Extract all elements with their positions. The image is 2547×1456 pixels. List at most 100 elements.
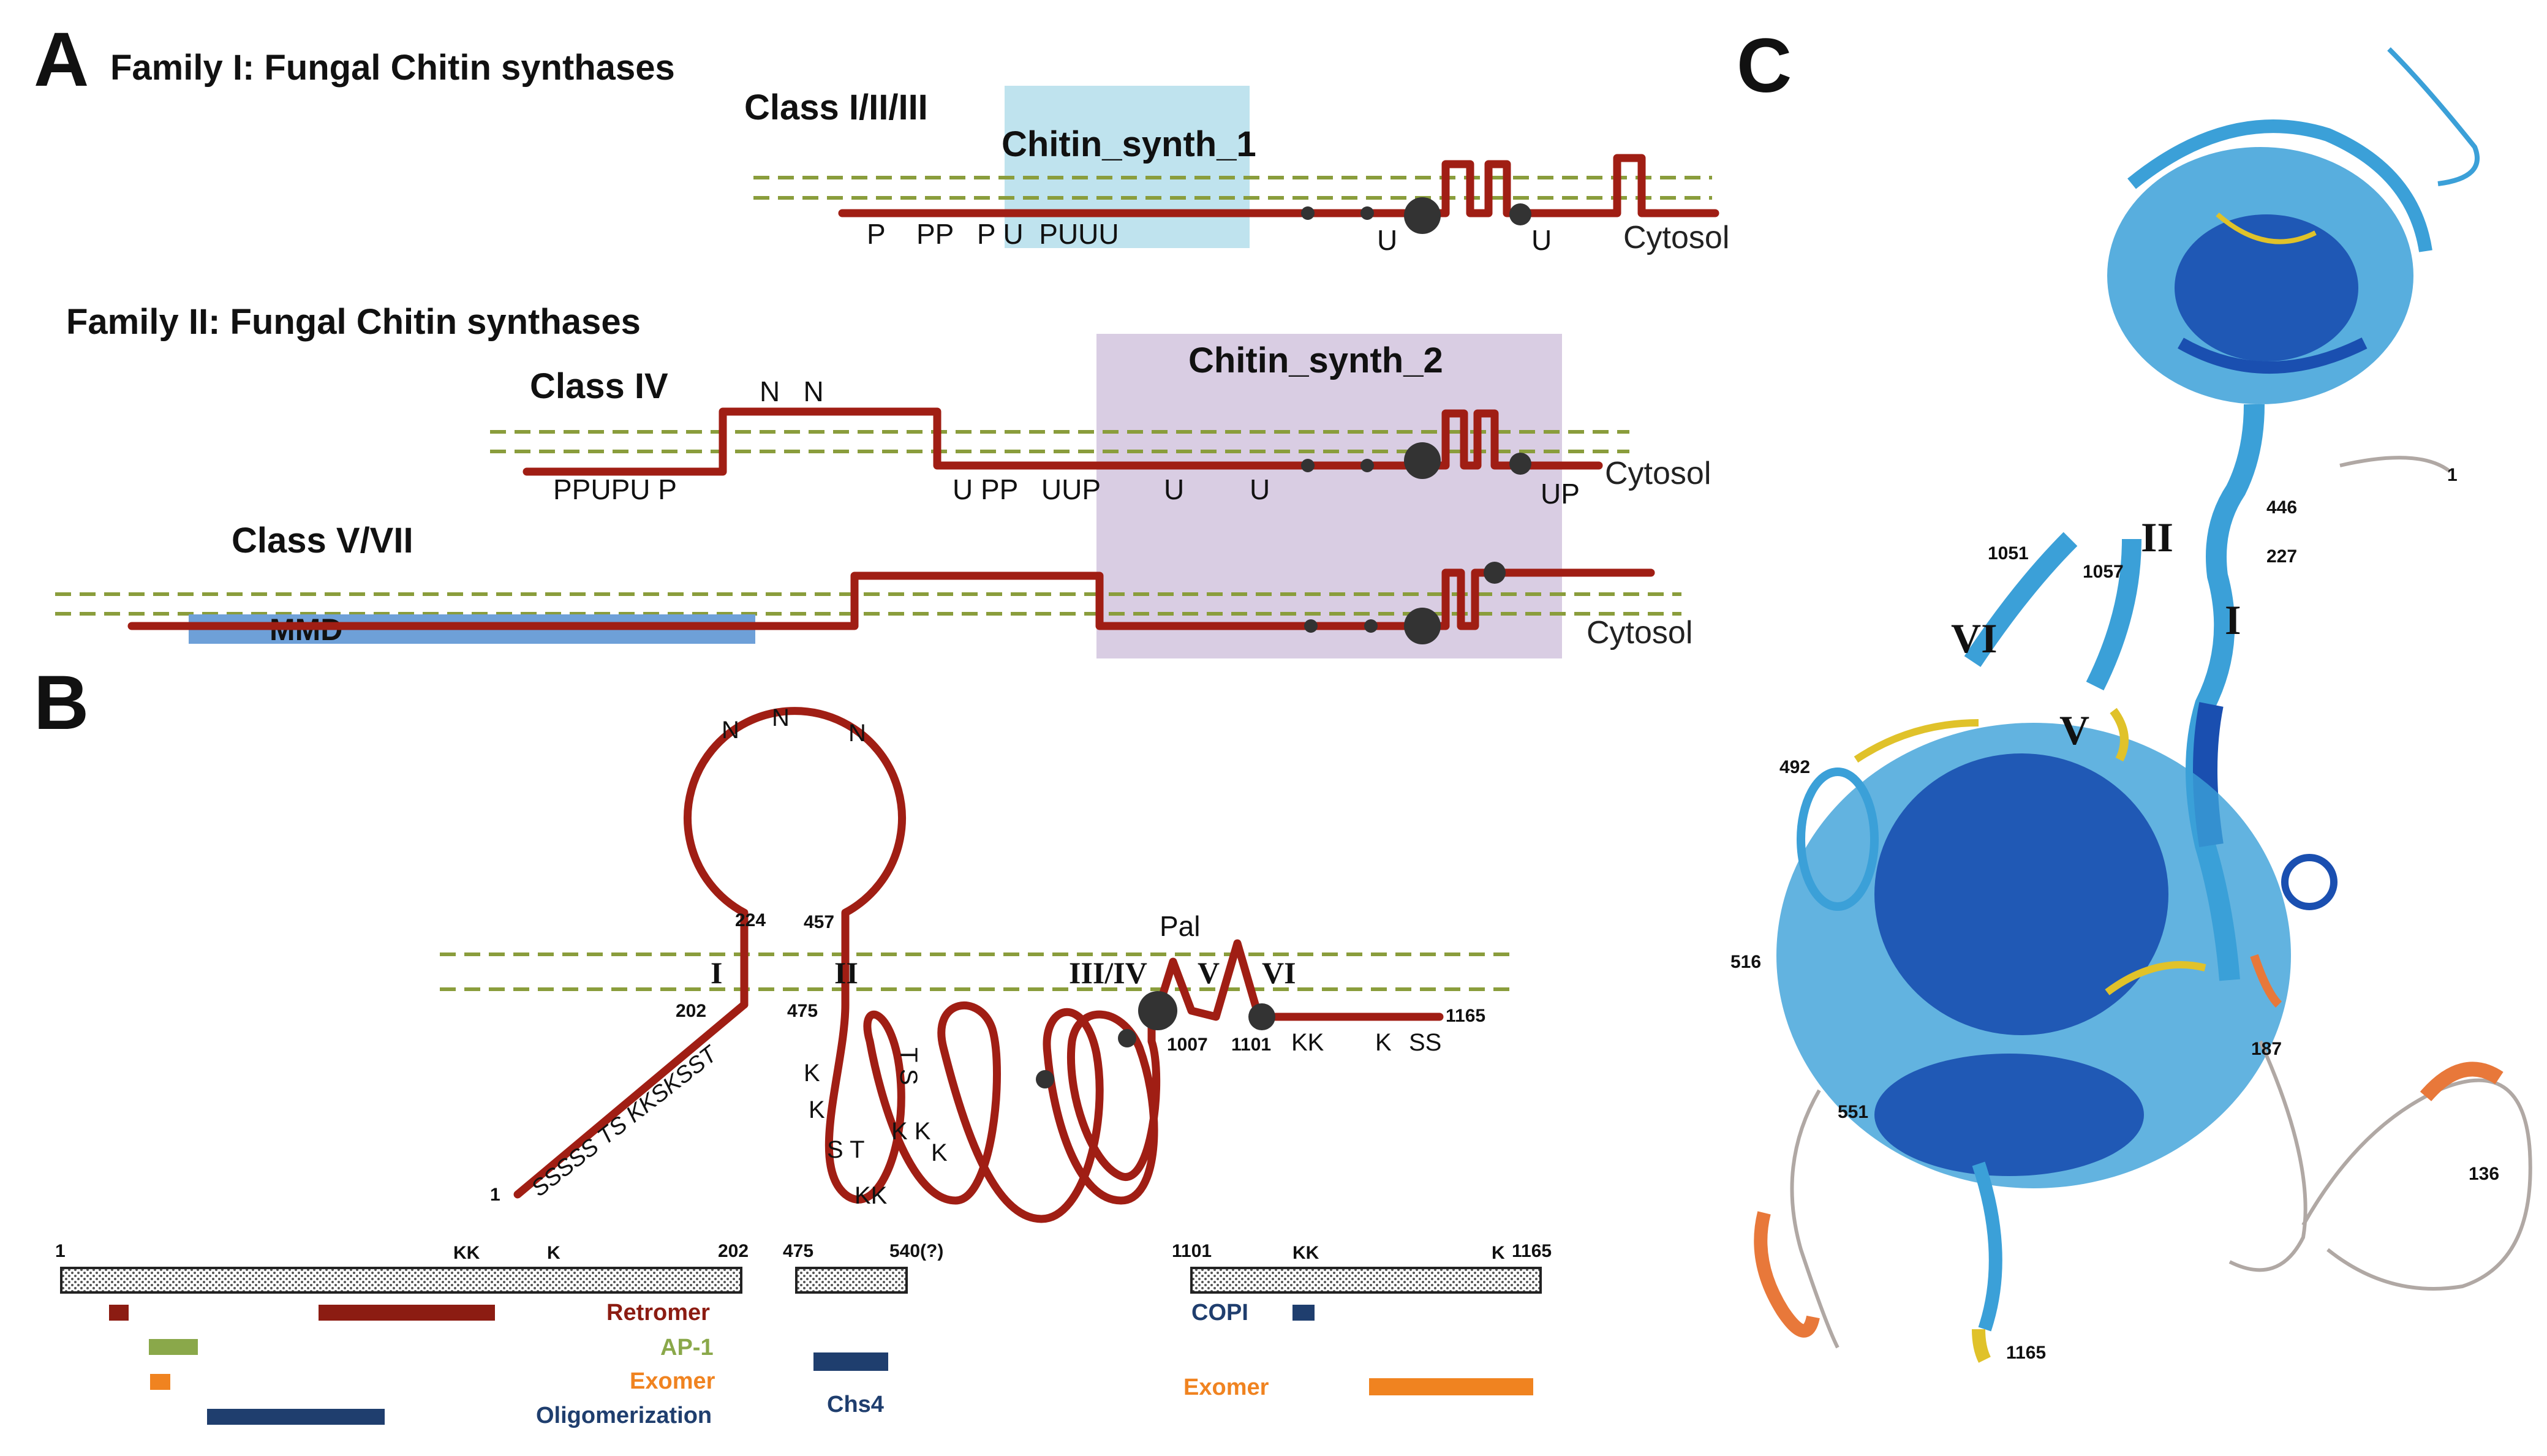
- legend-oligomerization: Oligomerization: [536, 1403, 712, 1428]
- class57-label: Class V/VII: [232, 521, 413, 560]
- chitin-synth-2-domain: [1096, 334, 1562, 658]
- num-1007: 1007: [1167, 1035, 1208, 1055]
- legend-exomer: Exomer: [630, 1368, 715, 1394]
- top-domain-core: [2175, 214, 2358, 361]
- legend-chs4: Chs4: [827, 1392, 884, 1417]
- side-helix: [1797, 768, 1879, 911]
- class4-chain: [523, 407, 1603, 476]
- pal-label: Pal: [1160, 910, 1200, 942]
- family2-title: Family II: Fungal Chitin synthases: [66, 302, 641, 342]
- num-1: 1: [490, 1185, 500, 1205]
- label-492: 492: [1779, 757, 1810, 777]
- tm-i: I: [711, 956, 722, 990]
- label-1057: 1057: [2083, 562, 2124, 582]
- class57-chain: [127, 568, 1655, 630]
- motif-large-dot: [1404, 197, 1441, 234]
- cytosol-row3: Cytosol: [1587, 615, 1692, 651]
- top-domain-sheet: [2178, 338, 2368, 374]
- label-227: 227: [2266, 546, 2297, 567]
- num-1101: 1101: [1231, 1035, 1271, 1055]
- cyt-k1: K: [804, 1060, 820, 1087]
- panel-a: A Family I: Fungal Chitin synthases Clas…: [34, 17, 1729, 658]
- protein-structure-render: [1754, 47, 2532, 1363]
- sequence-bar-3: [1190, 1267, 1542, 1294]
- motif-dot: [1360, 459, 1374, 472]
- yellow-segment-3: [2110, 707, 2129, 762]
- row2-u1: U: [1164, 473, 1184, 505]
- num-1165: 1165: [1446, 1006, 1485, 1026]
- yellow-segment: [1854, 719, 1979, 763]
- helix-label-vi: VI: [1951, 615, 1998, 662]
- label-1051: 1051: [1988, 543, 2029, 564]
- cyt-kk: KK: [855, 1182, 888, 1209]
- motif-dot: [1301, 206, 1315, 220]
- panel-c-letter: C: [1737, 23, 1792, 108]
- motif-dot: [1118, 1029, 1136, 1047]
- cyt-kk2: K K: [891, 1118, 931, 1145]
- row2-u2: U: [1250, 473, 1270, 505]
- bar1-end: 202: [718, 1241, 749, 1261]
- tm-vi: VI: [1262, 956, 1296, 990]
- legend-copi: COPI: [1191, 1300, 1248, 1326]
- motif-dot: [1364, 619, 1378, 633]
- tm-large-dot: [1138, 991, 1177, 1030]
- top-domain-coil: [2216, 212, 2317, 244]
- sequence-bar-2: [795, 1267, 908, 1294]
- helix-v: [2086, 538, 2141, 691]
- motif-dot: [1360, 206, 1374, 220]
- class4-label: Class IV: [530, 366, 668, 406]
- motif-dot: [1036, 1070, 1054, 1088]
- disordered-loop-136: [2301, 1078, 2532, 1291]
- num-475: 475: [787, 1001, 818, 1021]
- chitin-synth-2-label: Chitin_synth_2: [1188, 341, 1443, 380]
- class1-chain: [838, 154, 1719, 217]
- row2-residues-left: PPUPU P: [553, 473, 677, 505]
- tm-v: V: [1198, 956, 1220, 990]
- motif-dot: [1304, 619, 1318, 633]
- helix-label-i: I: [2225, 597, 2241, 643]
- loop-n3: N: [848, 720, 866, 747]
- cyt-ts: T S: [895, 1047, 922, 1085]
- oligomerization-bar: [207, 1409, 385, 1425]
- helix-vi: [1964, 532, 2078, 667]
- row1-residues: P PP P U PUUU: [867, 218, 1119, 250]
- n-term-coil: [2339, 456, 2451, 473]
- cytosol-row2: Cytosol: [1605, 456, 1711, 491]
- motif-dot: [1509, 453, 1531, 475]
- bar1-start: 1: [55, 1241, 66, 1261]
- c-term-yellow: [1972, 1329, 1991, 1363]
- exomer-bar-2: [1369, 1378, 1533, 1395]
- bar1-kk: KK: [453, 1243, 480, 1263]
- motif-large-dot: [1404, 608, 1441, 644]
- family1-title: Family I: Fungal Chitin synthases: [110, 48, 675, 88]
- row1-u1: U: [1377, 224, 1397, 256]
- loop-n1: N: [722, 717, 739, 744]
- extracellular-loop: [684, 707, 906, 1009]
- tm-iii-iv: III/IV: [1069, 956, 1147, 990]
- tm-ii: II: [834, 956, 858, 990]
- ap1-bar: [149, 1339, 198, 1355]
- panel-b: B N N N 224 457 I II 202 475 1 SSSSS TS …: [34, 660, 1552, 1428]
- bar3-kk: KK: [1292, 1243, 1319, 1263]
- class1-label: Class I/II/III: [744, 88, 928, 127]
- row1-u2: U: [1531, 224, 1552, 256]
- label-136: 136: [2469, 1164, 2499, 1184]
- small-helix: [2281, 854, 2338, 910]
- label-1: 1: [2447, 465, 2458, 485]
- left-coil: [1790, 1089, 1840, 1349]
- chitin-synth-1-domain: [1005, 86, 1250, 248]
- motif-dot: [1509, 203, 1531, 225]
- panel-c: C: [1730, 23, 2532, 1363]
- cterm-kk: KK: [1291, 1029, 1324, 1056]
- bar2-end: 540(?): [889, 1241, 943, 1261]
- num-457: 457: [804, 912, 834, 932]
- label-1165: 1165: [2006, 1343, 2046, 1363]
- retromer-bar-2: [319, 1305, 495, 1321]
- row2-residues-mid: U PP UUP: [953, 473, 1101, 505]
- cyt-k2: K: [809, 1096, 825, 1123]
- bar2-start: 475: [783, 1241, 813, 1261]
- legend-exomer-2: Exomer: [1183, 1375, 1269, 1400]
- orange-helix-left: [1754, 1211, 1820, 1338]
- catalytic-core: [1874, 753, 2168, 1035]
